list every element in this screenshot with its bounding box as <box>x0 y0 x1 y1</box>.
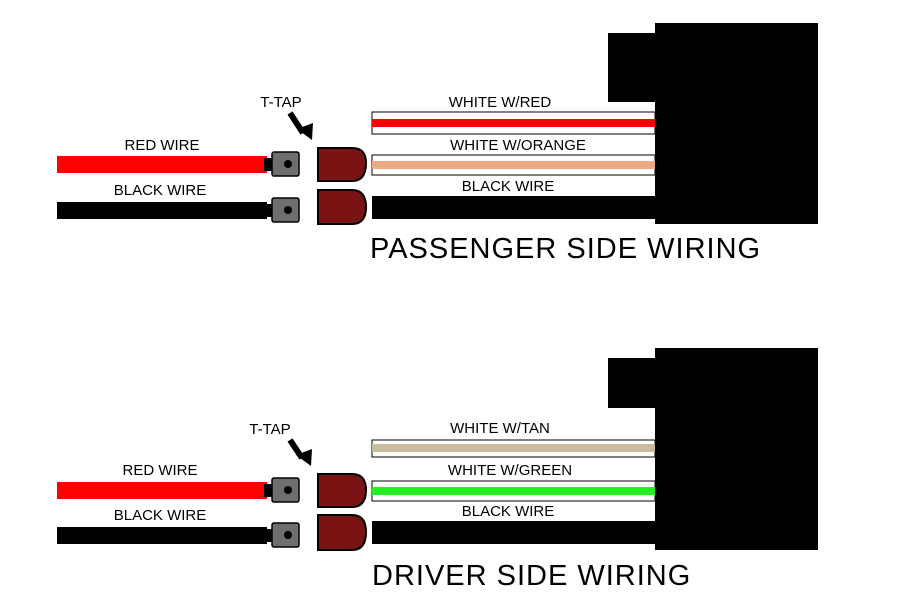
driver-red-terminal-hole <box>284 486 292 494</box>
driver-t-tap-arrow-head <box>296 449 312 466</box>
passenger-white-red-stripe <box>372 119 655 127</box>
passenger-red-wire-terminal-sleeve <box>264 158 274 171</box>
passenger-section-title: PASSENGER SIDE WIRING <box>370 233 761 265</box>
driver-harness-black-label: BLACK WIRE <box>462 503 555 520</box>
passenger-red-wire-label: RED WIRE <box>125 137 200 154</box>
passenger-harness-black-label: BLACK WIRE <box>462 178 555 195</box>
driver-black-wire-label: BLACK WIRE <box>114 507 207 524</box>
passenger-black-wire-terminal-sleeve <box>264 204 274 217</box>
driver-red-wire-label: RED WIRE <box>123 462 198 479</box>
passenger-t-tap-arrow-head <box>297 123 313 140</box>
passenger-white-red-label: WHITE W/RED <box>449 94 552 111</box>
driver-white-tan-stripe <box>372 444 655 452</box>
passenger-black-terminal-hole <box>284 206 292 214</box>
passenger-input-red-wire <box>57 156 267 173</box>
driver-white-green-label: WHITE W/GREEN <box>448 462 572 479</box>
passenger-input-black-wire <box>57 202 267 219</box>
passenger-black-wire-label: BLACK WIRE <box>114 182 207 199</box>
passenger-white-orange-stripe <box>372 161 655 169</box>
driver-input-red-wire <box>57 482 267 499</box>
driver-white-tan-label: WHITE W/TAN <box>450 420 550 437</box>
passenger-white-orange-label: WHITE W/ORANGE <box>450 137 586 154</box>
driver-side-diagram: T-TAP RED WIRE BLACK WIRE WHITE W/TAN WH… <box>57 348 818 592</box>
passenger-harness-black-wire <box>372 196 655 219</box>
driver-input-black-wire <box>57 527 267 544</box>
driver-t-tap-upper <box>317 473 368 508</box>
passenger-t-tap-lower <box>317 189 368 225</box>
driver-section-title: DRIVER SIDE WIRING <box>372 560 691 592</box>
driver-black-terminal-hole <box>284 531 292 539</box>
driver-white-green-stripe <box>372 487 655 495</box>
driver-black-wire-terminal-sleeve <box>264 529 274 542</box>
passenger-ttap-label: T-TAP <box>260 94 301 111</box>
driver-red-wire-terminal-sleeve <box>264 484 274 497</box>
passenger-t-tap-upper <box>317 147 368 182</box>
driver-ttap-label: T-TAP <box>249 421 290 438</box>
passenger-connector-block <box>608 23 818 224</box>
passenger-side-diagram: T-TAP RED WIRE BLACK WIRE WHITE W/RED WH… <box>57 23 818 265</box>
driver-connector-block <box>608 348 818 550</box>
passenger-red-terminal-hole <box>284 160 292 168</box>
driver-t-tap-lower <box>317 514 368 551</box>
driver-harness-black-wire <box>372 521 655 544</box>
